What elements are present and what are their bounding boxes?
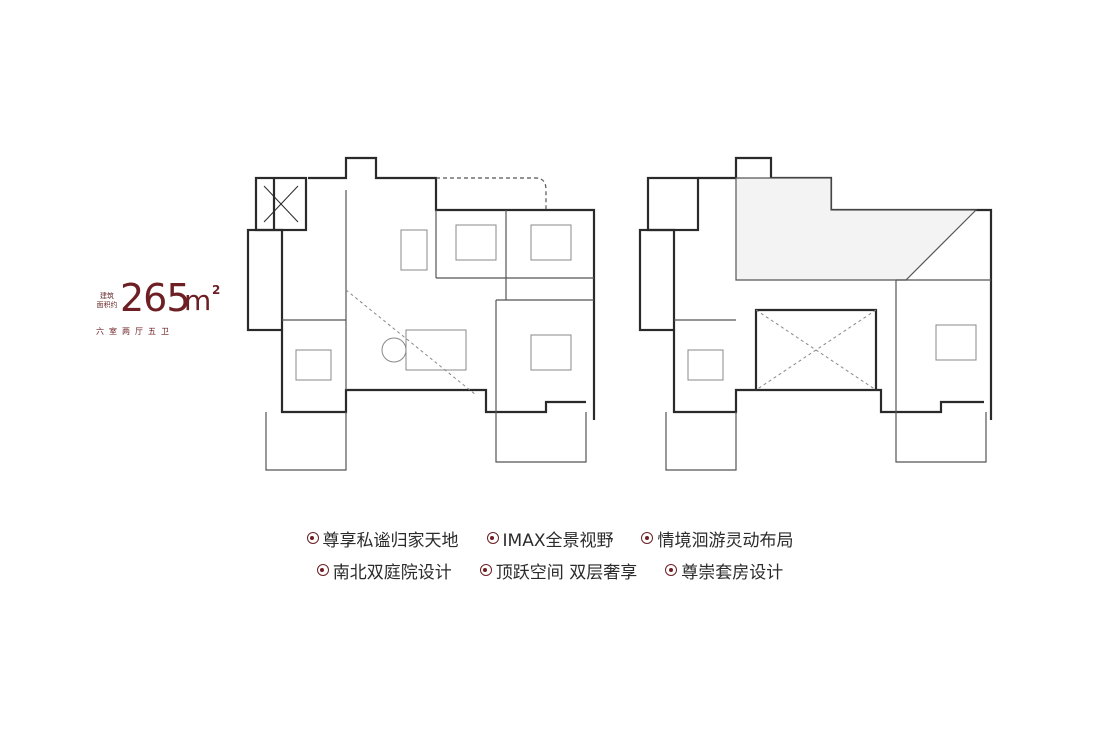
upper-outer-wall-bottom xyxy=(672,330,984,414)
upper-elevator-shaft xyxy=(646,176,700,232)
upper-void-diag-b xyxy=(755,309,877,391)
elevator-cross-b xyxy=(263,185,299,223)
upper-balcony xyxy=(895,412,987,463)
feature-item: 尊享私谧归家天地 xyxy=(306,526,459,551)
bullet-icon xyxy=(641,532,654,544)
area-caption: 建筑 面积约 xyxy=(96,292,118,310)
upper-bed-west xyxy=(687,349,724,381)
area-caption-line1: 建筑 xyxy=(100,292,114,300)
area-value: 265 xyxy=(120,276,191,320)
feature-label: 情境洄游灵动布局 xyxy=(657,530,794,551)
feature-label: IMAX全景视野 xyxy=(502,530,614,551)
bed-a xyxy=(455,224,497,261)
void-opening xyxy=(754,308,878,390)
area-caption-line2: 面积约 xyxy=(96,301,118,309)
floor-plan-upper xyxy=(636,150,1006,475)
bullet-icon xyxy=(479,564,492,576)
unit-area-block: 建筑 面积约 265 m 2 六室两厅五卫 xyxy=(96,278,236,348)
feature-item: 尊崇套房设计 xyxy=(665,558,783,583)
bullet-icon xyxy=(486,532,499,544)
north-terrace xyxy=(436,177,547,210)
feature-item: IMAX全景视野 xyxy=(486,526,614,551)
bullet-icon xyxy=(665,564,678,576)
outer-wall-bottom xyxy=(280,330,586,414)
stair-core xyxy=(246,228,284,332)
outer-wall-top xyxy=(308,156,596,420)
feature-row-2: 南北双庭院设计 顶跃空间 双层奢享 尊崇套房设计 xyxy=(0,554,1100,586)
upper-bed xyxy=(935,324,977,361)
dining-table xyxy=(400,229,428,271)
sightline xyxy=(345,289,477,396)
feature-item: 南北双庭院设计 xyxy=(316,558,452,583)
south-balcony xyxy=(495,412,587,463)
upper-stair-core xyxy=(638,228,676,332)
sofa-set xyxy=(405,329,467,371)
roof-void xyxy=(735,177,978,281)
bullet-icon xyxy=(306,532,319,544)
bed-b xyxy=(530,224,572,261)
round-table xyxy=(381,337,407,363)
feature-item: 情境洄游灵动布局 xyxy=(641,526,793,551)
feature-item: 顶跃空间 双层奢享 xyxy=(479,558,638,583)
feature-label: 南北双庭院设计 xyxy=(332,562,452,583)
west-balcony xyxy=(265,412,347,471)
upper-west-balcony xyxy=(665,412,737,471)
area-unit: m xyxy=(184,284,212,317)
area-superscript: 2 xyxy=(212,283,221,297)
feature-list: 尊享私谧归家天地 IMAX全景视野 情境洄游灵动布局 南北双庭院设计 顶跃空间 … xyxy=(0,522,1100,586)
feature-row-1: 尊享私谧归家天地 IMAX全景视野 情境洄游灵动布局 xyxy=(0,522,1100,554)
feature-label: 尊崇套房设计 xyxy=(681,562,784,583)
layout-text: 六室两厅五卫 xyxy=(96,327,174,336)
bed-d xyxy=(295,349,332,381)
feature-label: 尊享私谧归家天地 xyxy=(322,530,459,551)
floor-plan-lower xyxy=(246,150,606,475)
feature-label: 顶跃空间 双层奢享 xyxy=(495,562,638,583)
bullet-icon xyxy=(316,564,329,576)
bed-c xyxy=(530,334,572,371)
